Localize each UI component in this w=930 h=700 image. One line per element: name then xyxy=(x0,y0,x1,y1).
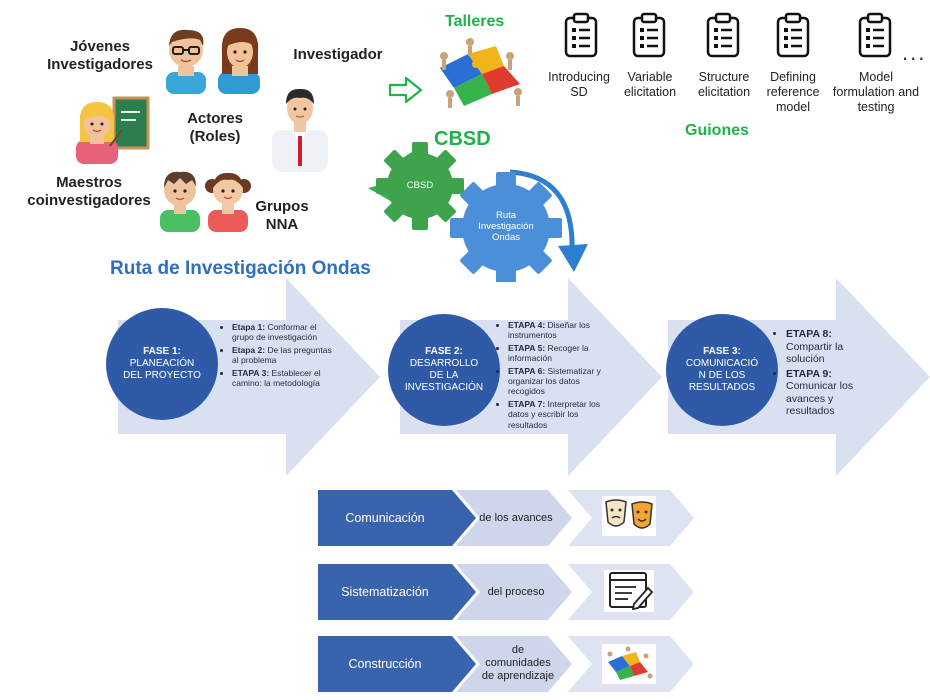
document-edit-icon xyxy=(604,570,654,612)
ruta-title: Ruta de Investigación Ondas xyxy=(110,258,371,279)
row-label-sistematizacion: Sistematización xyxy=(341,585,429,599)
phase-3-title: FASE 3: xyxy=(703,346,741,357)
etapa-item: ETAPA 6: Sistematizar y organizar los da… xyxy=(508,366,618,397)
etapa-item: ETAPA 8: Compartir la solución xyxy=(786,328,874,366)
guion-model-formulation: Model formulation and testing xyxy=(832,70,920,114)
guiones-more: ... xyxy=(902,40,927,65)
phase-2-title: FASE 2: xyxy=(425,346,463,357)
etapa-item: Etapa 2: De las preguntas al problema xyxy=(232,345,336,366)
phase-3-etapas: ETAPA 8: Compartir la solución ETAPA 9: … xyxy=(776,328,874,420)
phase-3-name: COMUNICACIÓ N DE LOS RESULTADOS xyxy=(685,358,759,393)
phase-1-etapas: Etapa 1: Conformar el grupo de investiga… xyxy=(222,322,336,390)
row-sub-comunicacion: de los avances xyxy=(479,512,553,524)
etapa-item: Etapa 1: Conformar el grupo de investiga… xyxy=(232,322,336,343)
etapa-item: ETAPA 7: Interpretar los datos y escribi… xyxy=(508,399,618,430)
role-grupos-nna: Grupos NNA xyxy=(255,198,309,233)
young-researchers-icon xyxy=(166,28,260,94)
etapa-item: ETAPA 5: Recoger la información xyxy=(508,343,618,364)
clipboard-icon xyxy=(632,12,666,58)
process-rows xyxy=(318,490,694,692)
gear-cbsd-label: CBSD xyxy=(406,180,434,191)
guion-variable-elicitation: Variable elicitation xyxy=(623,70,677,99)
phase-2-etapas: ETAPA 4: Diseñar los instrumentos ETAPA … xyxy=(498,320,618,432)
clipboard-icon xyxy=(564,12,598,58)
etapa-item: ETAPA 9: Comunicar los avances y resulta… xyxy=(786,368,874,418)
puzzle-team-icon xyxy=(440,38,522,108)
guion-introducing-sd: Introducing SD xyxy=(548,70,610,99)
phase-2-name: DESARROLLO DE LA INVESTIGACIÓN xyxy=(404,358,484,393)
researcher-icon xyxy=(272,88,328,172)
phase-1-circle: FASE 1: PLANEACIÓN DEL PROYECTO xyxy=(106,308,218,420)
role-investigador: Investigador xyxy=(293,46,383,63)
etapa-item: ETAPA 3: Establecer el camino: la metodo… xyxy=(232,368,336,389)
row-label-comunicacion: Comunicación xyxy=(345,511,425,525)
gears-diagram xyxy=(368,142,588,282)
children-group-icon xyxy=(160,171,251,232)
phase-1-title: FASE 1: xyxy=(143,346,181,357)
phase-3-circle: FASE 3: COMUNICACIÓ N DE LOS RESULTADOS xyxy=(666,314,778,426)
phase-1-name: PLANEACIÓN DEL PROYECTO xyxy=(123,358,201,381)
guion-defining-reference-model: Defining reference model xyxy=(766,70,820,114)
teacher-icon xyxy=(76,96,150,164)
arrow-right-icon xyxy=(388,76,423,104)
etapa-item: ETAPA 4: Diseñar los instrumentos xyxy=(508,320,618,341)
clipboard-icon xyxy=(776,12,810,58)
gear-ruta-label: Ruta Investigación Ondas xyxy=(478,210,534,243)
cbsd-title: CBSD xyxy=(434,128,491,150)
clipboard-icon xyxy=(858,12,892,58)
clipboard-icon xyxy=(706,12,740,58)
row-label-construccion: Construcción xyxy=(348,657,422,671)
guiones-title: Guiones xyxy=(685,122,750,139)
phase-2-circle: FASE 2: DESARROLLO DE LA INVESTIGACIÓN xyxy=(388,314,500,426)
puzzle-people-icon xyxy=(602,644,656,684)
theater-masks-icon xyxy=(602,496,656,536)
role-jovenes-investigadores: Jóvenes Investigadores xyxy=(47,38,153,73)
talleres-title: Talleres xyxy=(445,13,505,30)
role-maestros-coinvestigadores: Maestros coinvestigadores xyxy=(27,174,151,209)
role-actores: Actores (Roles) xyxy=(187,110,243,145)
guion-structure-elicitation: Structure elicitation xyxy=(697,70,751,99)
row-sub-sistematizacion: del proceso xyxy=(487,586,545,598)
row-sub-construccion: de comunidades de aprendizaje xyxy=(481,644,555,682)
